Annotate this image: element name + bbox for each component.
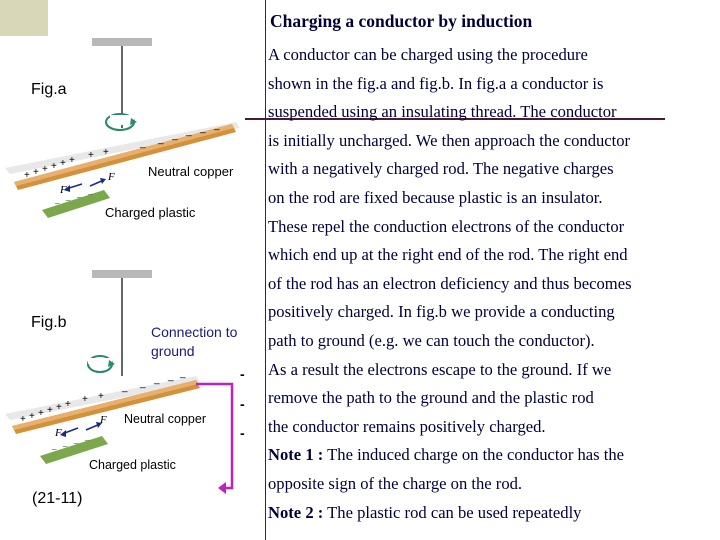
svg-text:–: – [73, 438, 79, 448]
svg-text:_: _ [179, 368, 186, 379]
figure-a-copper-label: Neutral copper [148, 164, 234, 179]
charge-signs: ++++ ++++ ___ ___ [24, 120, 220, 181]
connection-to-ground-label: Connection to ground [151, 324, 238, 359]
svg-text:+: + [88, 150, 94, 161]
body-line: of the rod has an electron deficiency an… [268, 273, 632, 293]
note-2-text: The plastic rod can be used repeatedly [323, 502, 582, 522]
svg-text:+: + [56, 402, 62, 413]
ceiling-support [92, 38, 152, 46]
svg-text:+: + [60, 158, 66, 169]
svg-text:+: + [33, 167, 39, 178]
rod-shadow [5, 122, 240, 174]
body-line: A conductor can be charged using the pro… [268, 45, 588, 64]
ceiling-support [92, 270, 152, 278]
divider-horizontal [245, 118, 665, 120]
slide-number: (21-11) [32, 490, 83, 507]
body-line: on the rod are fixed because plastic is … [268, 187, 603, 207]
svg-text:_: _ [139, 138, 146, 149]
svg-text:+: + [69, 155, 75, 166]
body-line: the conductor remains positively charged… [268, 416, 546, 436]
svg-text:+: + [24, 170, 30, 181]
body-line: is initially uncharged. We then approach… [268, 130, 631, 150]
figure-b-illustration: ++++ ++++ _____ –––– [5, 270, 234, 494]
body-line: suspended using an insulating thread. Th… [268, 102, 617, 122]
ground-charge-mark: - [240, 396, 245, 412]
svg-text:_: _ [213, 120, 220, 131]
svg-text:+: + [47, 405, 53, 416]
svg-text:_: _ [185, 126, 192, 137]
note-1-key: Note 1 : [268, 445, 324, 465]
figure-a: ++++ ++++ ___ ___ –––– Fig.a F F Neutral… [0, 36, 245, 264]
svg-text:–: – [76, 192, 82, 202]
svg-text:–: – [87, 189, 93, 199]
svg-text:+: + [51, 161, 57, 172]
body-line: These repel the conduction electrons of … [268, 216, 625, 236]
body-line: with a negatively charged rod. The negat… [268, 159, 614, 179]
svg-text:+: + [42, 164, 48, 175]
svg-text:–: – [65, 195, 71, 205]
svg-text:+: + [29, 411, 35, 422]
svg-text:+: + [65, 399, 71, 410]
figure-b-label: Fig.b [31, 314, 67, 331]
note-1: Note 1 : The induced charge on the condu… [268, 441, 718, 470]
ground-charge-mark: - [240, 366, 245, 382]
figure-b-plastic-label: Charged plastic [89, 458, 176, 472]
svg-text:_: _ [153, 374, 160, 385]
note-2: Note 2 : The plastic rod can be used rep… [268, 499, 718, 528]
figure-b-copper-label: Neutral copper [124, 412, 206, 426]
ground-charge-mark: - [240, 425, 245, 441]
body-line: As a result the electrons escape to the … [268, 359, 612, 379]
svg-text:_: _ [157, 134, 164, 145]
figure-a-force-left: F [60, 184, 67, 196]
charged-plastic-rod [42, 190, 110, 218]
svg-text:+: + [38, 408, 44, 419]
page-title: Charging a conductor by induction [270, 11, 533, 31]
charge-signs: ++++ ++++ _____ [20, 368, 186, 425]
body-line: path to ground (e.g. we can touch the co… [268, 330, 595, 350]
svg-text:+: + [20, 414, 26, 425]
svg-text:–: – [51, 444, 57, 454]
svg-text:–: – [54, 198, 60, 208]
svg-text:_: _ [139, 378, 146, 389]
note-1-continuation: opposite sign of the charge on the rod. [268, 473, 523, 493]
rod-shadow [5, 376, 200, 420]
note-1-text: The induced charge on the conductor has … [323, 445, 625, 465]
svg-text:_: _ [121, 382, 128, 393]
figure-a-plastic-label: Charged plastic [105, 205, 196, 220]
figure-b-force-left: F [55, 427, 62, 439]
svg-text:–: – [84, 435, 90, 445]
body-text: A conductor can be charged using the pro… [268, 41, 718, 527]
divider-vertical [265, 0, 266, 540]
svg-text:_: _ [199, 123, 206, 134]
body-line: remove the path to the ground and the pl… [268, 388, 594, 408]
figure-a-illustration: ++++ ++++ ___ ___ –––– [5, 38, 240, 218]
svg-text:+: + [103, 147, 109, 158]
svg-text:_: _ [167, 371, 174, 382]
svg-text:+: + [82, 394, 88, 405]
svg-text:–: – [62, 441, 68, 451]
figure-b: ++++ ++++ _____ –––– Fig.b F F Neutral c… [0, 268, 245, 540]
ground-wire [196, 382, 234, 490]
body-line: shown in the fig.a and fig.b. In fig.a a… [268, 73, 604, 93]
charged-plastic-rod [40, 436, 108, 464]
svg-text:_: _ [171, 130, 178, 141]
figure-a-label: Fig.a [31, 81, 67, 98]
svg-text:+: + [98, 391, 104, 402]
figure-a-force-right: F [108, 171, 115, 183]
body-line: which end up at the right end of the rod… [268, 245, 628, 265]
body-line: positively charged. In fig.b we provide … [268, 302, 615, 322]
note-2-key: Note 2 : [268, 502, 324, 522]
figure-b-force-right: F [100, 414, 107, 426]
corner-tab-top [0, 0, 48, 36]
